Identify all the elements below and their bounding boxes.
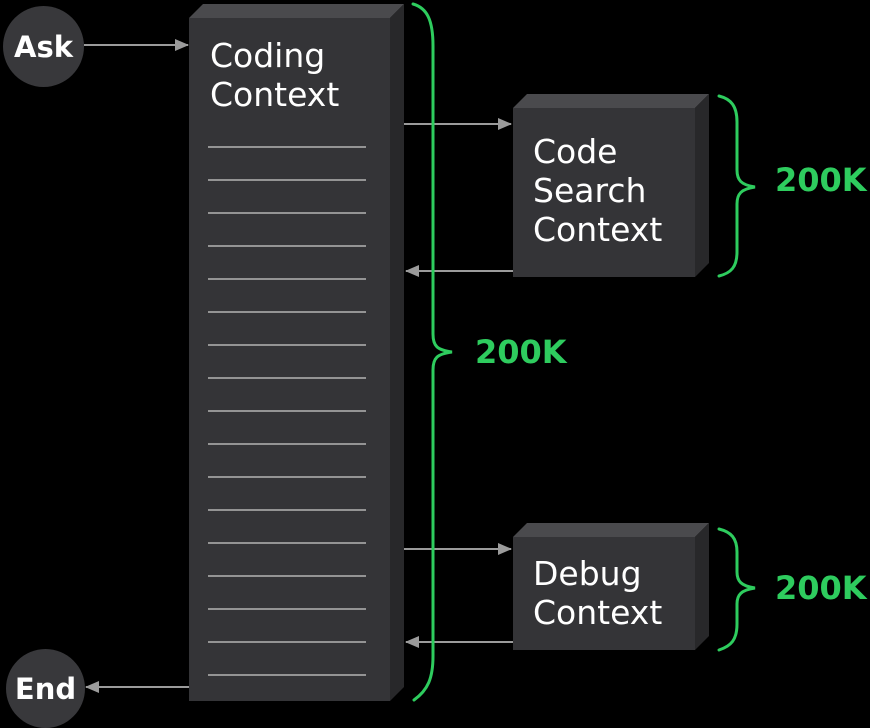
coding-context-side-face	[390, 4, 404, 701]
ruled-line	[208, 179, 366, 181]
ruled-line	[208, 509, 366, 511]
ruled-line	[208, 674, 366, 676]
ruled-lines	[208, 146, 366, 676]
ruled-line	[208, 212, 366, 214]
ruled-line	[208, 410, 366, 412]
ruled-line	[208, 641, 366, 643]
capacity-label-center: 200K	[475, 333, 567, 371]
ruled-line	[208, 278, 366, 280]
ruled-line	[208, 344, 366, 346]
capacity-label-debug: 200K	[775, 569, 867, 607]
code-search-front-face	[513, 108, 695, 277]
brace-debug	[717, 527, 756, 652]
debug-context-label: Debug Context	[533, 554, 663, 632]
ruled-line	[208, 443, 366, 445]
ruled-line	[208, 608, 366, 610]
brace-center	[411, 2, 453, 702]
debug-context-front-face	[513, 537, 695, 650]
capacity-label-code-search: 200K	[775, 161, 867, 199]
ruled-line	[208, 377, 366, 379]
code-search-context-label: Code Search Context	[533, 132, 663, 249]
ruled-line	[208, 476, 366, 478]
ruled-line	[208, 146, 366, 148]
brace-code-search	[717, 94, 756, 278]
ruled-line	[208, 542, 366, 544]
coding-context-top-face	[189, 4, 404, 18]
ask-label: Ask	[14, 29, 73, 64]
debug-context-side-face	[695, 523, 709, 650]
node-code-search-context	[513, 94, 709, 277]
ruled-line	[208, 311, 366, 313]
code-search-side-face	[695, 94, 709, 277]
debug-context-top-face	[513, 523, 709, 537]
coding-context-label: Coding Context	[210, 36, 340, 114]
coding-context-front-face	[189, 18, 390, 701]
node-ask: Ask	[3, 6, 84, 87]
ruled-line	[208, 575, 366, 577]
code-search-top-face	[513, 94, 709, 108]
ruled-line	[208, 245, 366, 247]
node-end: End	[6, 649, 85, 728]
node-coding-context	[189, 4, 404, 701]
end-label: End	[14, 671, 77, 706]
node-debug-context	[513, 523, 709, 650]
